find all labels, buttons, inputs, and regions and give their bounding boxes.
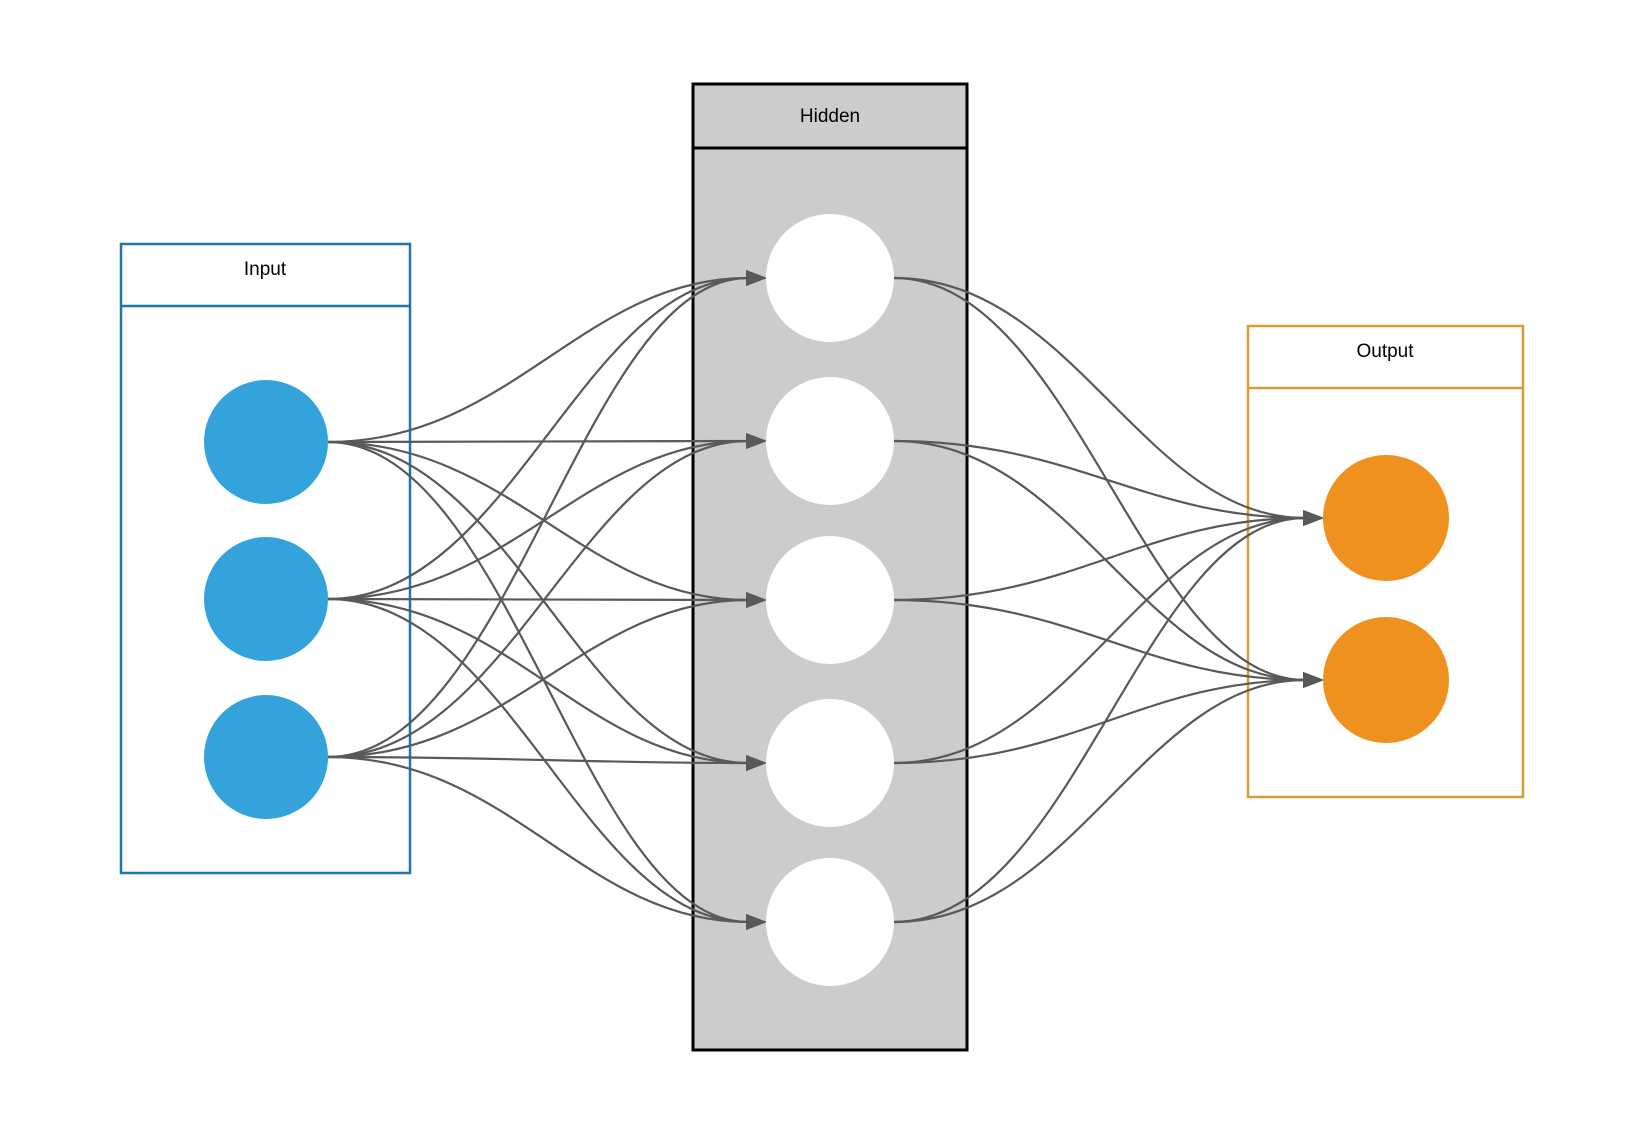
connection-input-3-to-hidden-3: [327, 598, 749, 759]
neuron-input-2[interactable]: [204, 537, 328, 661]
neuron-input-3[interactable]: [204, 695, 328, 819]
connection-input-1-to-hidden-4: [327, 440, 749, 765]
connection-hidden-4-to-output-1: [893, 516, 1306, 765]
connection-hidden-5-to-output-1: [893, 516, 1306, 924]
hidden-layer-title: Hidden: [800, 106, 860, 127]
connection-input-3-to-hidden-2: [327, 439, 749, 759]
connection-input-3-to-hidden-4: [327, 755, 749, 765]
connection-hidden-1-to-output-1: [893, 276, 1306, 520]
connection-hidden-3-to-output-1: [893, 516, 1306, 602]
neuron-hidden-2[interactable]: [766, 377, 894, 505]
connection-hidden-2-to-output-1: [893, 439, 1306, 520]
connection-hidden-5-to-output-2: [893, 678, 1306, 924]
neuron-hidden-4[interactable]: [766, 699, 894, 827]
neuron-hidden-5[interactable]: [766, 858, 894, 986]
neuron-output-1[interactable]: [1323, 455, 1449, 581]
input-layer-title: Input: [244, 259, 287, 280]
arrow-head-icon: [746, 755, 767, 771]
arrow-head-icon: [746, 270, 767, 286]
connection-input-3-to-hidden-5: [327, 755, 749, 924]
neuron-nodes: [204, 214, 1449, 986]
neuron-hidden-3[interactable]: [766, 536, 894, 664]
arrow-head-icon: [746, 433, 767, 449]
connection-input-3-to-hidden-1: [327, 276, 749, 759]
neuron-hidden-1[interactable]: [766, 214, 894, 342]
connection-edges: [327, 270, 1324, 930]
neuron-output-2[interactable]: [1323, 617, 1449, 743]
arrow-head-icon: [1303, 510, 1324, 526]
connection-input-1-to-hidden-1: [327, 276, 749, 444]
connection-hidden-2-to-output-2: [893, 439, 1306, 682]
arrow-head-icon: [746, 914, 767, 930]
connection-input-1-to-hidden-2: [327, 439, 749, 444]
arrow-head-icon: [746, 592, 767, 608]
arrow-head-icon: [1303, 672, 1324, 688]
connection-input-2-to-hidden-1: [327, 276, 749, 601]
connection-input-2-to-hidden-3: [327, 597, 749, 602]
connection-input-2-to-hidden-4: [327, 597, 749, 765]
output-layer-title: Output: [1356, 341, 1414, 362]
neuron-input-1[interactable]: [204, 380, 328, 504]
connection-input-2-to-hidden-2: [327, 439, 749, 601]
